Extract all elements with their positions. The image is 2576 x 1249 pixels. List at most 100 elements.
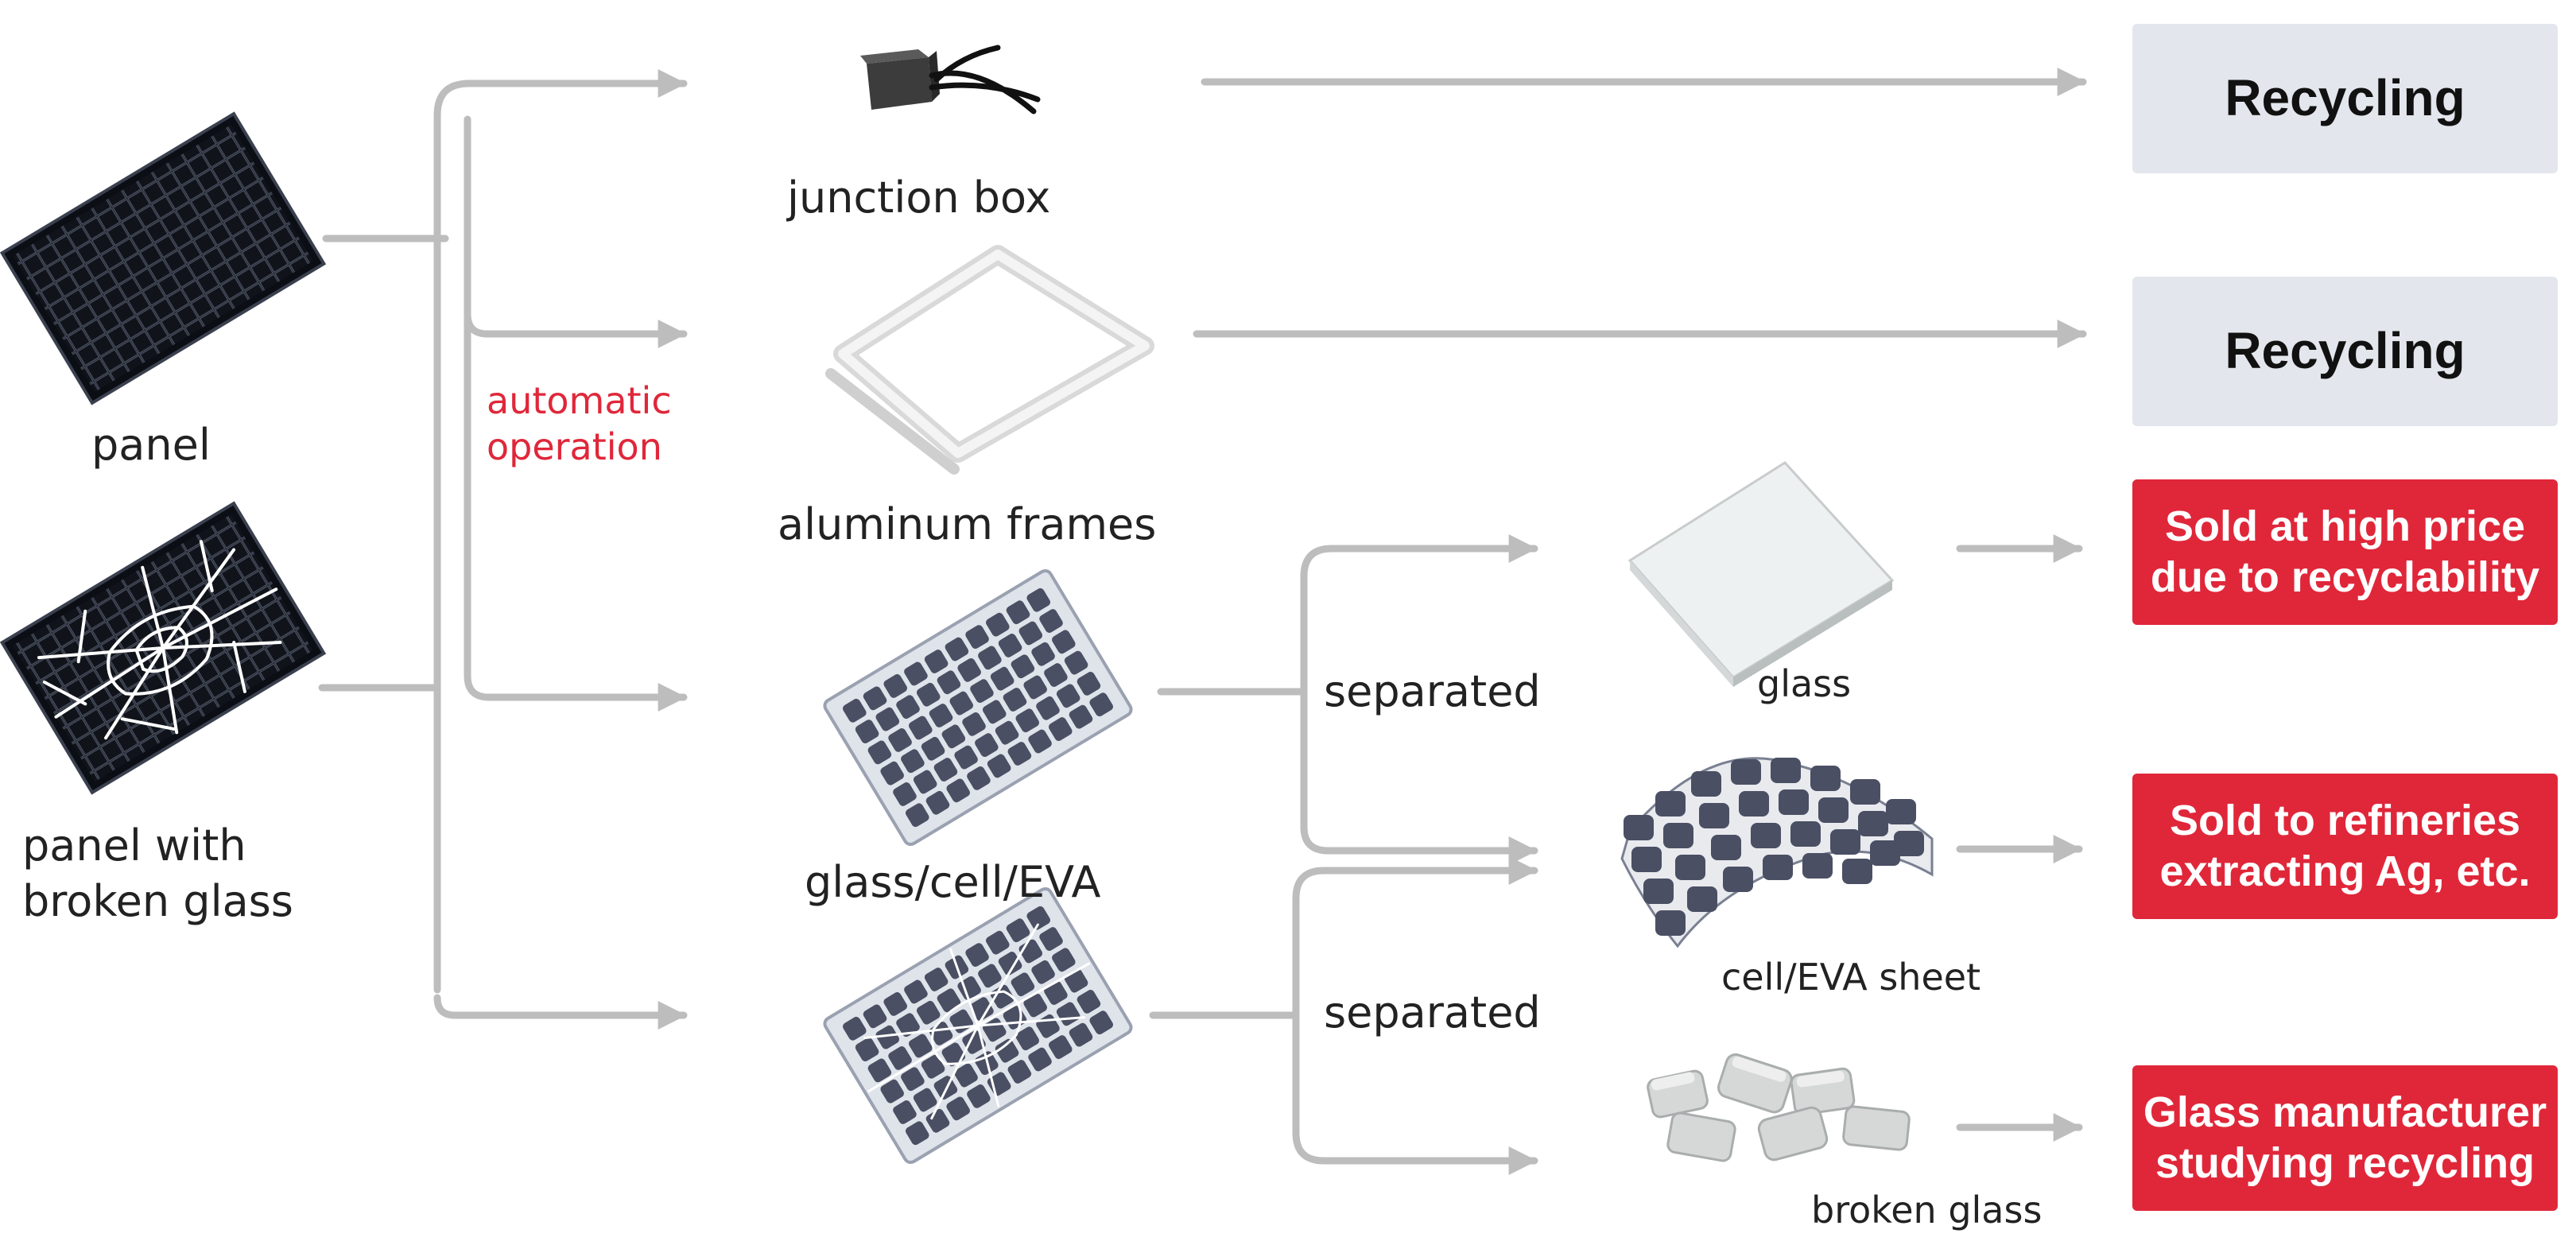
- separated-label-2: separated: [1324, 987, 1541, 1038]
- sold-refineries-line2: extracting Ag, etc.: [2159, 847, 2531, 895]
- sold-refineries-line1: Sold to refineries: [2169, 796, 2521, 844]
- cell-square: [1048, 1035, 1073, 1059]
- automatic-operation-line1: automatic: [487, 379, 672, 422]
- sheet-cell: [1663, 823, 1693, 848]
- cell-square: [913, 770, 937, 794]
- junction-box-label: junction box: [787, 173, 1051, 223]
- cell-square: [970, 997, 994, 1022]
- cell-square: [1064, 650, 1088, 675]
- sheet-cell: [1830, 829, 1860, 855]
- sheet-cell: [1850, 779, 1880, 805]
- cell-square: [924, 650, 949, 673]
- cell-square: [1089, 1010, 1113, 1035]
- cell-square: [843, 698, 867, 723]
- sheet-cell: [1643, 879, 1674, 904]
- sheet-cell: [1739, 791, 1769, 817]
- sheet-cell: [1655, 910, 1686, 936]
- sold-refineries-box: Sold to refineries extracting Ag, etc.: [2132, 774, 2558, 919]
- cell-square: [967, 766, 991, 790]
- cell-square: [1069, 704, 1093, 729]
- arrow-to-cell-sheet-bottom: [1292, 856, 1538, 998]
- cell-square: [924, 968, 949, 991]
- cell-square: [990, 666, 1014, 691]
- automatic-operation-line2: operation: [487, 425, 662, 468]
- cell-square: [896, 695, 920, 720]
- cell-square: [1007, 742, 1032, 766]
- cell-square: [945, 637, 969, 661]
- junction-box-icon: [860, 45, 1041, 114]
- broken-glass-label: broken glass: [1811, 1189, 2043, 1232]
- sheet-cell: [1894, 831, 1924, 856]
- cell-square: [1028, 729, 1052, 754]
- separated-label-1: separated: [1324, 666, 1541, 716]
- cell-square: [880, 1079, 904, 1104]
- cell-square: [1077, 990, 1101, 1014]
- cell-square: [867, 1058, 892, 1083]
- sheet-cell: [1691, 771, 1721, 797]
- recycling-box-1-text: Recycling: [2225, 69, 2465, 127]
- solar-panel-icon: [0, 111, 327, 405]
- arrow-to-junction-box: [433, 69, 688, 994]
- cell-square: [978, 964, 1002, 988]
- cell-square: [921, 1054, 945, 1079]
- sheet-cell: [1675, 855, 1705, 880]
- cell-square: [1006, 600, 1030, 625]
- arrow-to-broken-glass: [1292, 990, 1538, 1175]
- cell-square: [904, 661, 928, 686]
- sheet-cell: [1802, 853, 1833, 879]
- cell-square: [1069, 1022, 1093, 1047]
- cell-square: [880, 761, 904, 785]
- cell-square: [893, 1100, 917, 1124]
- cell-square: [1018, 621, 1043, 646]
- cell-square: [1026, 906, 1051, 930]
- arrow-to-glass: [1300, 534, 1538, 831]
- recycling-box-1: Recycling: [2132, 24, 2558, 173]
- cell-square: [975, 733, 999, 758]
- sheet-cell: [1858, 811, 1888, 836]
- sold-high-price-line2: due to recyclability: [2150, 553, 2540, 601]
- aluminum-frames-label: aluminum frames: [778, 499, 1157, 549]
- cell-square: [998, 634, 1022, 657]
- cell-square: [946, 1096, 970, 1121]
- sheet-cell: [1790, 821, 1821, 847]
- arrow-to-glass-cell-eva: [464, 310, 688, 712]
- sheet-cell: [1818, 797, 1849, 823]
- sold-high-price-box: Sold at high price due to recyclability: [2132, 479, 2558, 625]
- cell-square: [905, 1121, 929, 1146]
- sheet-cell: [1655, 791, 1686, 817]
- cell-square: [1077, 672, 1101, 696]
- cell-square: [954, 745, 978, 770]
- sheet-cell: [1731, 759, 1761, 785]
- cell-square: [1026, 588, 1051, 612]
- cell-square: [863, 686, 887, 711]
- cell-square: [888, 1046, 912, 1070]
- cell-square: [1015, 708, 1040, 733]
- cell-square: [1031, 642, 1055, 666]
- cell-square: [982, 700, 1007, 724]
- panel-label: panel: [91, 420, 211, 470]
- cell-square: [883, 674, 908, 698]
- cell-square: [893, 782, 917, 806]
- cell-square: [1023, 675, 1047, 700]
- panel-broken-label-line2: broken glass: [22, 876, 293, 926]
- cell-square: [954, 1063, 978, 1088]
- sheet-cell: [1870, 840, 1900, 866]
- sheet-cell: [1631, 847, 1662, 872]
- glass-manufacturer-line2: studying recycling: [2155, 1138, 2535, 1187]
- cell-square: [909, 1034, 933, 1058]
- cell-square: [875, 707, 900, 731]
- cell-square: [925, 1108, 950, 1133]
- cell-square: [1006, 918, 1030, 943]
- cell-eva-sheet-icon: [1620, 757, 1934, 948]
- cell-square: [998, 952, 1022, 976]
- sheet-cell: [1842, 859, 1872, 884]
- arrow-to-cell-sheet-top: [1300, 823, 1538, 865]
- cell-square: [1044, 663, 1068, 687]
- cell-square: [990, 984, 1014, 1009]
- cell-square: [1023, 993, 1047, 1018]
- cell-square: [987, 754, 1011, 778]
- cell-square: [957, 657, 981, 682]
- cell-square: [965, 943, 989, 967]
- cell-square: [883, 992, 908, 1016]
